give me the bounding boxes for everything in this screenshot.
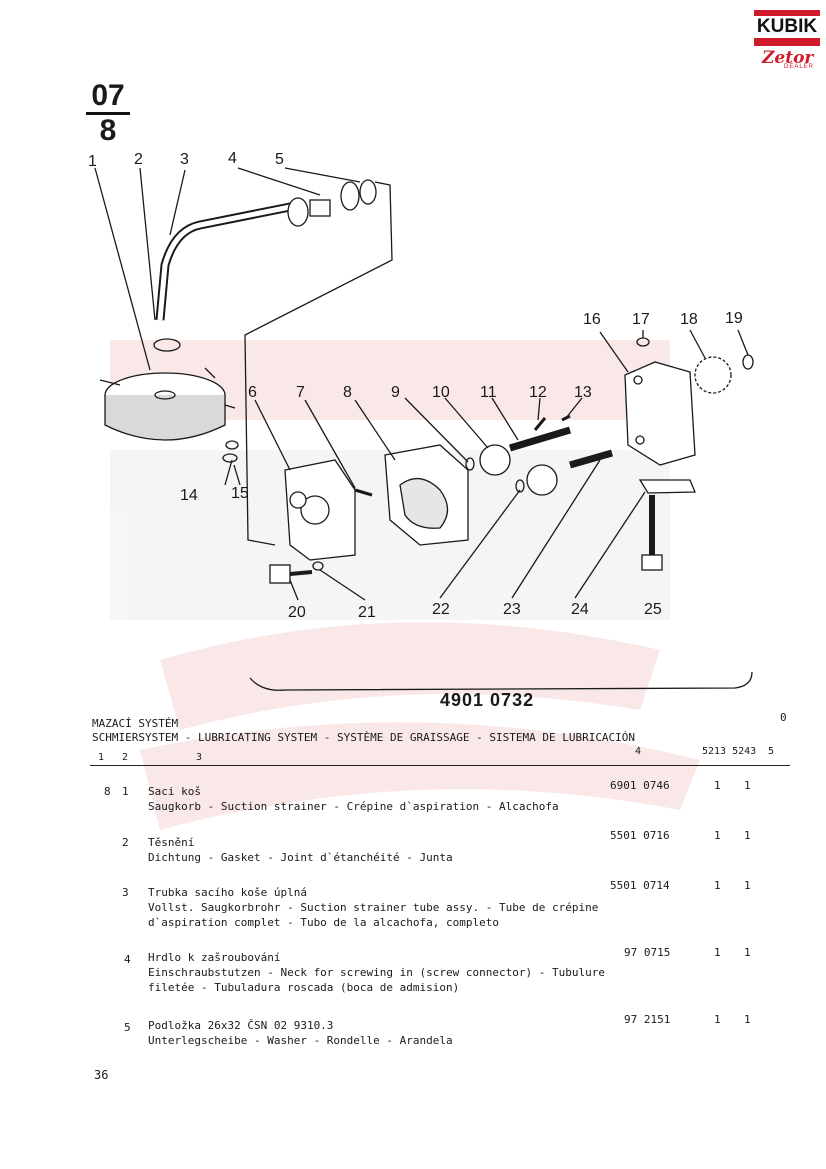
callout-8: 8 [343,384,352,401]
logo-zetor-text: Zetor [762,48,814,68]
callout-10: 10 [432,384,450,401]
section-number-bottom: 8 [99,114,117,147]
exploded-parts-diagram: 1 2 3 4 5 6 7 8 9 10 11 12 13 14 15 16 1… [88,150,754,691]
row-3-line-1: Trubka sacího koše úplná [148,886,307,899]
callout-7: 7 [296,384,305,401]
row-4-q1: 1 [714,946,721,959]
col-header-1: 1 [98,752,105,763]
row-2-pos: 2 [122,836,129,849]
callout-2: 2 [134,151,143,168]
row-1-group: 8 [104,785,111,798]
callout-16: 16 [583,311,601,328]
kubik-zetor-logo: KUBIK Zetor DEALER [754,10,820,72]
callout-24: 24 [571,601,589,618]
callout-11: 11 [480,384,497,401]
row-3-line-3: d`aspiration complet - Tubo de la alcach… [148,916,499,929]
row-3-q1: 1 [714,879,721,892]
callout-21: 21 [358,604,376,621]
row-2-line-1: Těsnění [148,836,195,849]
callout-25: 25 [644,601,662,618]
row-4-part: 97 0715 [624,946,671,959]
row-2-q1: 1 [714,829,721,842]
callout-20: 20 [288,604,306,621]
row-3-line-2: Vollst. Saugkorbrohr - Suction strainer … [148,901,599,914]
title-czech: MAZACÍ SYSTÉM [92,717,179,730]
row-2-line-2: Dichtung - Gasket - Joint d`étanchéité -… [148,851,453,864]
section-number-top: 07 [91,79,125,112]
row-3-q2: 1 [744,879,751,892]
callout-12: 12 [529,384,547,401]
callout-14: 14 [180,487,198,504]
row-4-line-2: Einschraubstutzen - Neck for screwing in… [148,966,605,979]
callout-17: 17 [632,311,650,328]
row-1-q1: 1 [714,779,721,792]
col-header-5: 5 [768,746,775,757]
callout-1: 1 [88,153,97,170]
row-1-q2: 1 [744,779,751,792]
callout-23: 23 [503,601,521,618]
col-header-3: 3 [196,752,203,763]
row-5-part: 97 2151 [624,1013,671,1026]
logo-dealer-text: DEALER [784,64,815,70]
row-5-q1: 1 [714,1013,721,1026]
row-1-line-2: Saugkorb - Suction strainer - Crépine d`… [148,800,559,813]
callout-19: 19 [725,310,743,327]
callout-18: 18 [680,311,698,328]
col-header-4: 4 [635,746,642,757]
callout-6: 6 [248,384,257,401]
row-5-q2: 1 [744,1013,751,1026]
row-5-line-2: Unterlegscheibe - Washer - Rondelle - Ar… [148,1034,453,1047]
section-number: 07 8 [86,80,130,147]
row-5-line-1: Podložka 26x32 ČSN 02 9310.3 [148,1019,334,1032]
row-4-line-1: Hrdlo k zašroubování [148,951,281,964]
row-1-part: 6901 0746 [610,779,670,792]
row-1-line-1: Saci koš [148,785,201,798]
header-corner: 0 [780,711,787,724]
callout-3: 3 [180,151,189,168]
row-2-part: 5501 0716 [610,829,670,842]
row-5-pos: 5 [124,1021,131,1034]
section-number-rule [86,112,130,115]
row-3-pos: 3 [122,886,129,899]
row-4-q2: 1 [744,946,751,959]
callout-15: 15 [231,485,249,502]
callout-22: 22 [432,601,450,618]
callout-9: 9 [391,384,400,401]
title-multilingual: SCHMIERSYSTEM - LUBRICATING SYSTEM - SYS… [92,731,636,744]
callout-13: 13 [574,384,592,401]
row-4-line-3: filetée - Tubuladura roscada (boca de ad… [148,981,460,994]
col-header-2: 2 [122,752,129,763]
header-rule [90,765,790,766]
group-part-number: 4901 0732 [440,690,535,710]
callout-5: 5 [275,151,284,168]
row-3-part: 5501 0714 [610,879,670,892]
logo-kubik-text: KUBIK [754,16,820,38]
callout-4: 4 [228,150,237,167]
row-4-pos: 4 [124,953,131,966]
page-number: 36 [94,1068,109,1082]
row-1-pos: 1 [122,785,129,798]
col-header-models: 5213 5243 [702,746,757,757]
row-2-q2: 1 [744,829,751,842]
